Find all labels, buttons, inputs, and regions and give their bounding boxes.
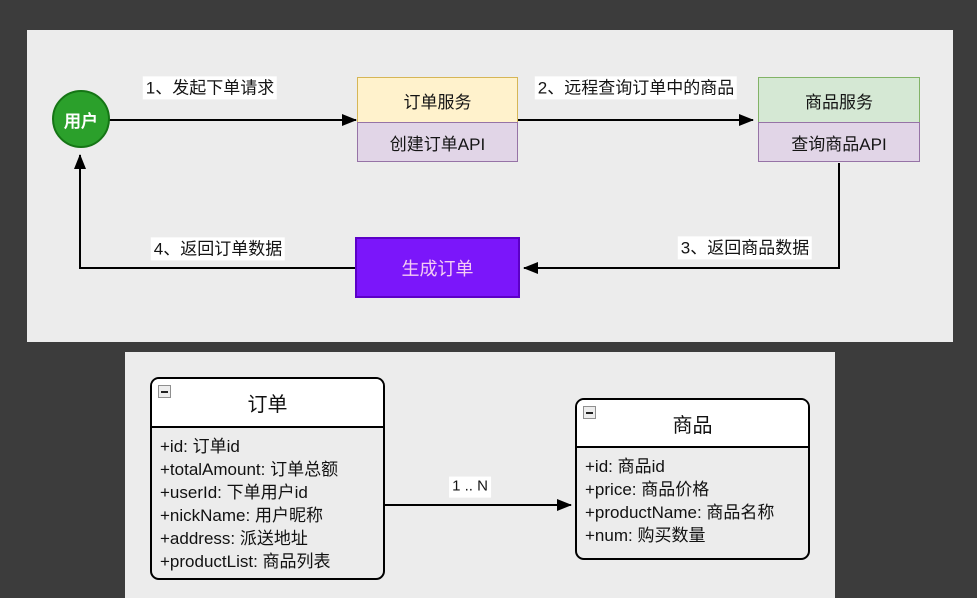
attribute-row: +productList: 商品列表 [160,552,331,571]
attribute-row: +id: 商品id [585,457,665,476]
attribute-row: +nickName: 用户昵称 [160,506,323,525]
minus-icon[interactable] [583,406,596,419]
product-service-node: 商品服务 查询商品API [758,77,920,162]
arrow-step4 [74,154,355,269]
order-class-attributes: +id: 订单id +totalAmount: 订单总额 +userId: 下单… [152,428,383,578]
product-class-box: 商品 +id: 商品id +price: 商品价格 +productName: … [575,398,810,560]
attribute-row: +productName: 商品名称 [585,503,775,522]
edge-label-step4: 4、返回订单数据 [150,237,286,261]
attribute-row: +totalAmount: 订单总额 [160,460,339,479]
create-order-api: 创建订单API [357,122,518,162]
product-service-title: 商品服务 [758,77,920,123]
relation-multiplicity-label: 1 .. N [449,476,491,498]
uml-connectors [385,499,572,511]
order-service-title: 订单服务 [357,77,518,123]
generate-order-label: 生成订单 [401,258,474,279]
order-service-node: 订单服务 创建订单API [357,77,518,162]
product-class-title: 商品 [672,414,713,437]
arrow-step3 [523,163,840,274]
flow-connectors [74,114,840,274]
product-class-attributes: +id: 商品id +price: 商品价格 +productName: 商品名… [577,448,808,554]
edge-label-step2: 2、远程查询订单中的商品 [534,76,738,100]
attribute-row: +num: 购买数量 [585,526,706,545]
query-product-api: 查询商品API [758,122,920,162]
edge-label-step1: 1、发起下单请求 [142,76,278,100]
attribute-row: +id: 订单id [160,437,240,456]
edge-label-step3: 3、返回商品数据 [677,236,813,260]
minus-icon[interactable] [158,385,171,398]
order-class-header: 订单 [152,379,383,428]
product-class-header: 商品 [577,400,808,448]
generate-order-node: 生成订单 [355,237,520,298]
user-node-label: 用户 [64,111,98,131]
attribute-row: +price: 商品价格 [585,480,710,499]
uml-diagram-panel: 订单 +id: 订单id +totalAmount: 订单总额 +userId:… [125,352,835,598]
order-class-box: 订单 +id: 订单id +totalAmount: 订单总额 +userId:… [150,377,385,580]
attribute-row: +userId: 下单用户id [160,483,308,502]
flow-diagram-panel: 用户 订单服务 创建订单API 商品服务 查询商品API 生成订单 1、发起下单… [27,30,953,342]
user-node: 用户 [52,90,110,148]
attribute-row: +address: 派送地址 [160,529,308,548]
order-class-title: 订单 [247,394,288,416]
